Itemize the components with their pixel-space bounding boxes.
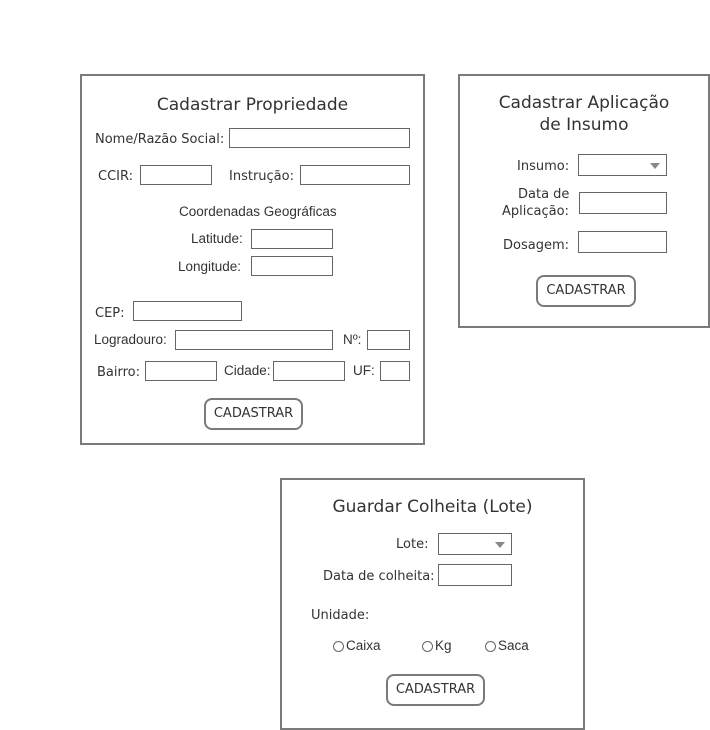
radio-kg-label: Kg <box>435 638 452 653</box>
logradouro-input[interactable] <box>175 330 333 350</box>
uf-label: UF: <box>353 363 375 378</box>
cadastrar-aplicacao-button[interactable]: CADASTRAR <box>536 275 636 307</box>
data-aplicacao-label-line2: Aplicação: <box>502 204 569 219</box>
cep-label: CEP: <box>95 306 125 321</box>
radio-caixa[interactable] <box>333 641 344 652</box>
chevron-down-icon <box>495 542 505 548</box>
radio-saca-label: Saca <box>498 638 529 653</box>
insumo-label: Insumo: <box>517 159 570 174</box>
data-colheita-input[interactable] <box>438 564 512 586</box>
cadastrar-propriedade-panel: Cadastrar Propriedade Nome/Razão Social:… <box>80 74 425 445</box>
cidade-input[interactable] <box>273 361 345 381</box>
ccir-label: CCIR: <box>98 169 134 184</box>
panel-title-line1: Cadastrar Aplicação <box>498 93 670 113</box>
coordenadas-heading: Coordenadas Geográficas <box>179 204 337 219</box>
latitude-label: Latitude: <box>191 231 243 246</box>
panel-title: Guardar Colheita (Lote) <box>332 497 533 517</box>
dosagem-input[interactable] <box>578 231 667 253</box>
logradouro-label: Logradouro: <box>94 332 167 347</box>
nome-input[interactable] <box>229 128 410 148</box>
numero-input[interactable] <box>367 330 410 350</box>
ccir-input[interactable] <box>140 165 212 185</box>
guardar-colheita-panel: Guardar Colheita (Lote) Lote: Data de co… <box>280 478 585 730</box>
instrucao-input[interactable] <box>300 165 410 185</box>
longitude-label: Longitude: <box>178 259 242 274</box>
chevron-down-icon <box>650 163 660 169</box>
data-aplicacao-label-line1: Data de <box>518 187 570 202</box>
cadastrar-colheita-button[interactable]: CADASTRAR <box>386 674 485 706</box>
lote-label: Lote: <box>396 537 429 552</box>
cadastrar-propriedade-button[interactable]: CADASTRAR <box>204 398 303 430</box>
numero-label: Nº: <box>343 332 362 347</box>
cep-input[interactable] <box>133 301 242 321</box>
nome-label: Nome/Razão Social: <box>95 132 225 147</box>
radio-caixa-label: Caixa <box>346 638 381 653</box>
latitude-input[interactable] <box>251 229 333 249</box>
dosagem-label: Dosagem: <box>503 238 569 253</box>
uf-input[interactable] <box>380 361 410 381</box>
cadastrar-aplicacao-panel: Cadastrar Aplicação de Insumo Insumo: Da… <box>458 74 710 328</box>
longitude-input[interactable] <box>251 256 333 276</box>
panel-title: Cadastrar Propriedade <box>156 95 349 115</box>
insumo-select[interactable] <box>578 154 667 176</box>
instrucao-label: Instrução: <box>229 169 294 184</box>
bairro-label: Bairro: <box>97 365 141 380</box>
unidade-label: Unidade: <box>311 608 370 623</box>
bairro-input[interactable] <box>145 361 217 381</box>
lote-select[interactable] <box>438 533 512 555</box>
data-colheita-label: Data de colheita: <box>323 569 435 584</box>
radio-kg[interactable] <box>422 641 433 652</box>
cidade-label: Cidade: <box>224 363 271 378</box>
radio-saca[interactable] <box>485 641 496 652</box>
data-aplicacao-input[interactable] <box>579 192 667 214</box>
panel-title-line2: de Insumo <box>539 115 629 135</box>
